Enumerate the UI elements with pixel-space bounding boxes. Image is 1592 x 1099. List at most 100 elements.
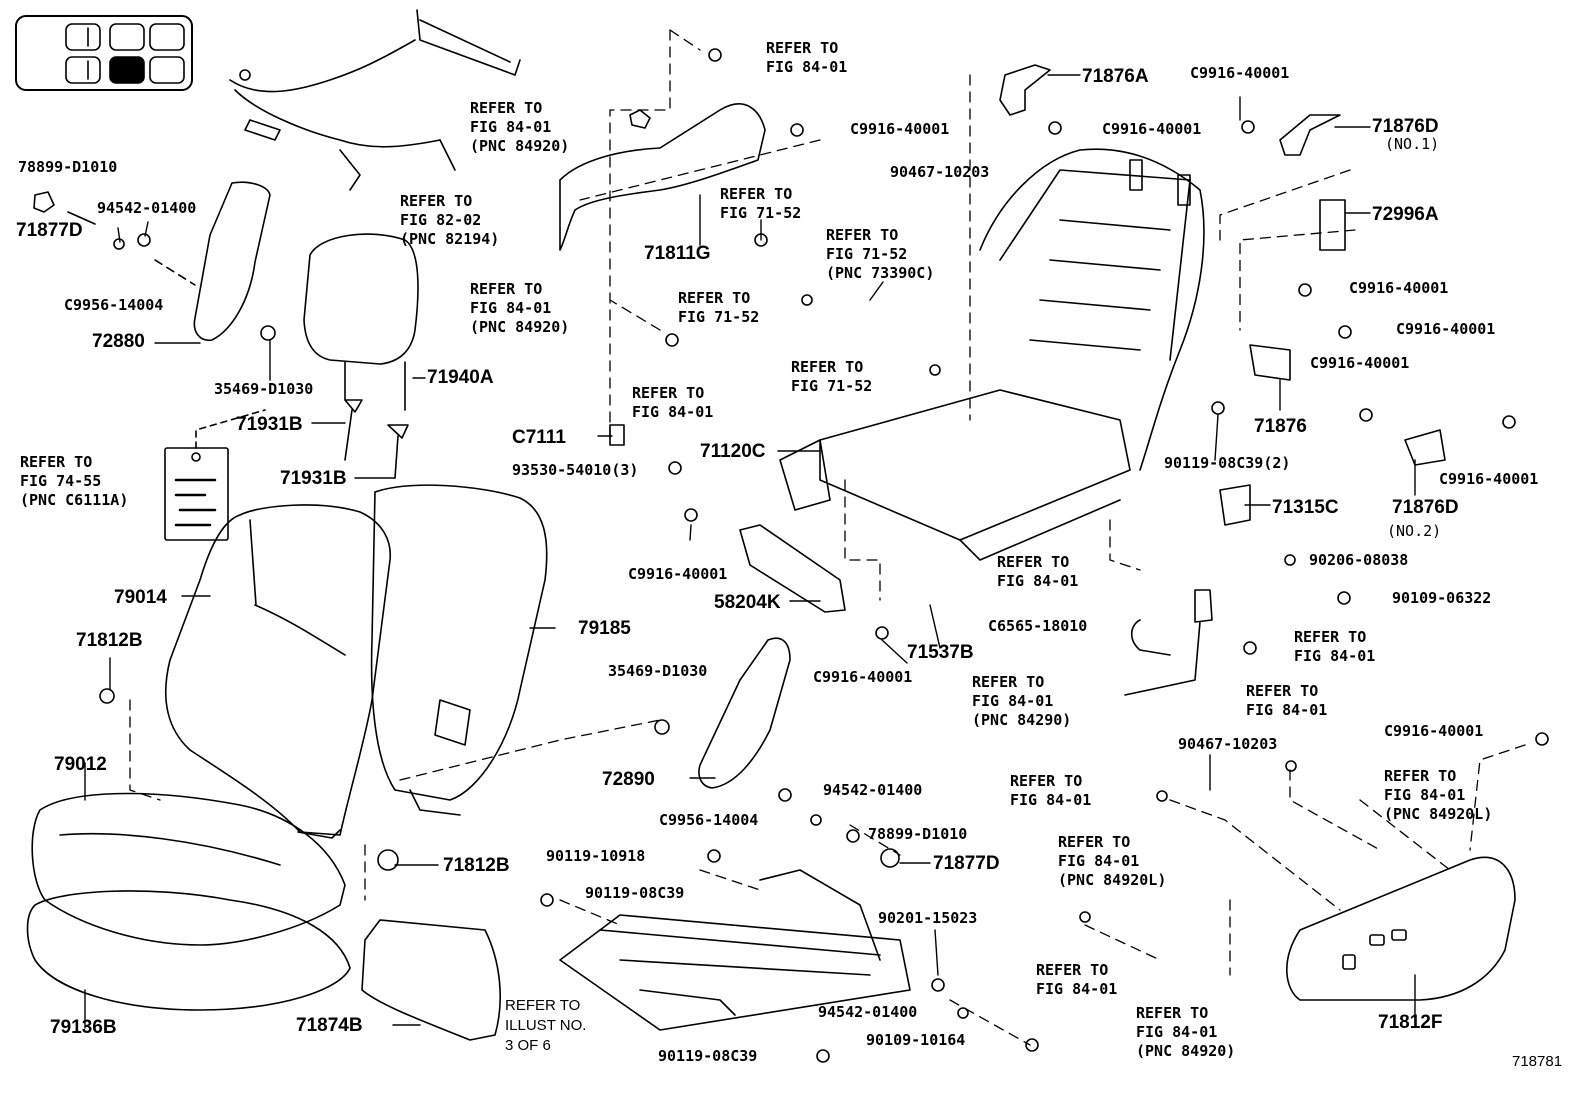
left-fasteners-drawing	[33, 191, 196, 286]
part-number-71812B: 71812B	[76, 630, 143, 651]
part-label-C9916-40001: C9916-40001	[1384, 722, 1484, 740]
part-label-78899-D1010: 78899-D1010	[868, 825, 968, 843]
lower-side-shield-drawing	[1286, 856, 1516, 1001]
part-label-90467-10203: 90467-10203	[890, 163, 990, 181]
part-label-C9916-40001: C9916-40001	[850, 120, 950, 138]
part-label-C9916-40001: C9916-40001	[628, 565, 728, 583]
part-number-71811G: 71811G	[644, 243, 711, 264]
headrest-drawing	[303, 233, 419, 411]
part-number-72890: 72890	[602, 769, 655, 790]
seatback-pad-drawing	[370, 484, 548, 816]
fastener-bolts-drawing	[99, 48, 1549, 1063]
part-number-71931B: 71931B	[280, 468, 347, 489]
part-label-C9956-14004: C9956-14004	[659, 811, 759, 829]
part-number-72996A: 72996A	[1372, 204, 1439, 225]
part-qualifier-no1: (NO.1)	[1385, 135, 1440, 153]
figure-id: 718781	[1512, 1053, 1563, 1070]
part-label-90119-10918: 90119-10918	[546, 847, 646, 865]
side-cover-72880-drawing	[193, 181, 276, 342]
part-label-90109-10164: 90109-10164	[866, 1031, 966, 1049]
part-number-71877D: 71877D	[933, 853, 1000, 874]
part-number-71315C: 71315C	[1272, 497, 1339, 518]
warning-tag-drawing	[164, 409, 266, 541]
seat-frame-drawing	[779, 148, 1205, 561]
part-number-58204K: 58204K	[714, 592, 781, 613]
dashed-reference-lines	[129, 29, 1526, 1046]
part-number-72880: 72880	[92, 331, 145, 352]
part-number-71876D: 71876D	[1372, 116, 1439, 137]
part-label-35469-D1030: 35469-D1030	[608, 662, 708, 680]
seat-index-thumbnail-icon	[15, 15, 193, 91]
part-number-71876: 71876	[1254, 416, 1307, 437]
part-number-79014: 79014	[114, 587, 167, 608]
part-qualifier-no2: (NO.2)	[1387, 522, 1442, 540]
part-label-90119-08C39: 90119-08C39	[585, 884, 685, 902]
part-number-71874B: 71874B	[296, 1015, 363, 1036]
part-number-71940A: 71940A	[427, 367, 494, 388]
right-brackets-drawing	[999, 64, 1446, 696]
part-label-C9916-40001: C9916-40001	[1349, 279, 1449, 297]
part-label-94542-01400: 94542-01400	[818, 1003, 918, 1021]
seatback-cover-drawing	[164, 504, 392, 839]
part-label-90467-10203: 90467-10203	[1178, 735, 1278, 753]
seat-cushion-pad-drawing	[26, 890, 351, 1011]
part-number-71877D: 71877D	[16, 220, 83, 241]
part-number-79012: 79012	[54, 754, 107, 775]
seat-cushion-cover-drawing	[31, 792, 346, 946]
part-label-C6565-18010: C6565-18010	[988, 617, 1088, 635]
part-label-C9916-40001: C9916-40001	[1439, 470, 1539, 488]
part-label-C9956-14004: C9956-14004	[64, 296, 164, 314]
part-label-93530-54010-3: 93530-54010(3)	[512, 461, 639, 479]
part-number-79136B: 79136B	[50, 1017, 117, 1038]
part-number-71876D: 71876D	[1392, 497, 1459, 518]
part-label-94542-01400: 94542-01400	[97, 199, 197, 217]
side-cover-72890-drawing	[654, 637, 791, 789]
wire-harness-drawing	[229, 9, 521, 191]
seat-track-drawing	[559, 869, 911, 1031]
part-number-71120C: 71120C	[700, 441, 766, 462]
part-label-90206-08038: 90206-08038	[1309, 551, 1409, 569]
part-number-71931B: 71931B	[236, 414, 303, 435]
part-number-71812F: 71812F	[1378, 1012, 1443, 1033]
upper-side-shield-drawing	[559, 103, 766, 251]
part-number-71876A: 71876A	[1082, 66, 1149, 87]
part-number-79185: 79185	[578, 618, 631, 639]
lower-cover-drawing	[361, 849, 501, 1041]
part-label-90119-08C39: 90119-08C39	[658, 1047, 758, 1065]
part-label-C9916-40001: C9916-40001	[1190, 64, 1290, 82]
part-label-78899-D1010: 78899-D1010	[18, 158, 118, 176]
part-number-71537B: 71537B	[907, 642, 974, 663]
part-label-94542-01400: 94542-01400	[823, 781, 923, 799]
part-label-C9916-40001: C9916-40001	[1396, 320, 1496, 338]
part-label-90119-08C39-2: 90119-08C39(2)	[1164, 454, 1291, 472]
part-label-C9916-40001: C9916-40001	[1102, 120, 1202, 138]
part-label-C9916-40001: C9916-40001	[813, 668, 913, 686]
part-label-90201-15023: 90201-15023	[878, 909, 978, 927]
leader-lines	[84, 74, 1416, 1029]
guide-bolts-drawing	[344, 399, 409, 479]
part-number-C7111: C7111	[512, 427, 566, 448]
part-label-90109-06322: 90109-06322	[1392, 589, 1492, 607]
part-number-71812B: 71812B	[443, 855, 510, 876]
